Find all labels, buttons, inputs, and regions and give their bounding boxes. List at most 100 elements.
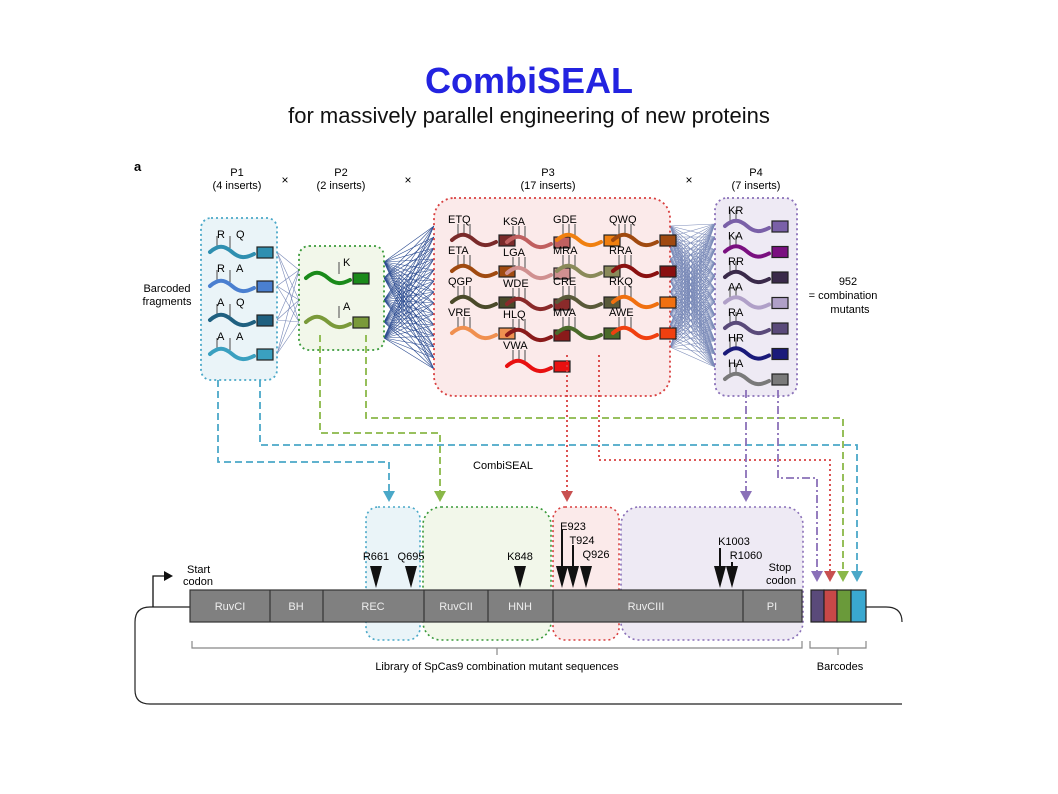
insert-strand [555,232,603,248]
connection-line [669,335,716,355]
connection-line [669,313,716,355]
result-count: 952 [839,276,857,288]
p1-insert-0 [208,236,274,260]
connection-lines [276,223,716,370]
p1-insert-label-b: Q [236,297,245,309]
barcode-square [771,245,789,259]
barcode-block [810,589,867,623]
pool-p1-name: P1 [230,167,243,179]
connection-line [669,223,716,249]
connection-line [383,261,435,359]
domain-ruvci: RuvCI [215,601,246,613]
connection-line [669,301,716,348]
connection-line [669,324,716,355]
domain-bh: BH [288,601,303,613]
barcode-p4 [810,589,825,623]
mutation-label-q695: Q695 [398,551,425,563]
pool-p3-count: (17 inserts) [520,180,575,192]
p4-insert-label: HR [728,333,744,345]
insert-strand [450,294,498,310]
connection-line [383,236,435,279]
connection-line [383,258,435,339]
connection-line [669,223,716,227]
connection-line [383,280,435,323]
insert-strand [611,232,659,248]
barcode-square [352,316,370,329]
connection-line [669,249,716,337]
barcode-square [771,271,789,284]
connection-line [669,291,716,342]
p4-insert-5 [723,337,789,361]
page-subtitle: for massively parallel engineering of ne… [288,103,770,128]
stop-codon-line1: Stop [769,562,792,574]
connection-line [383,225,435,263]
p3-insert-6 [505,288,571,312]
connection-line [383,337,435,370]
arrowhead-p2 [434,491,446,502]
p3-insert-label: ETA [448,245,469,257]
mutation-label-k1003: K1003 [718,536,750,548]
library-bracket [191,641,803,655]
connection-line [383,269,435,339]
pool-p3-name: P3 [541,167,554,179]
route-p1-left [217,380,390,495]
connection-line [383,258,435,323]
p2-insert-1 [304,306,370,330]
p1-insert-3 [208,338,274,362]
p3-insert-8 [505,350,571,374]
barcode-square [771,322,789,335]
insert-strand [450,263,498,279]
connection-line [669,302,716,355]
connection-line [669,324,716,342]
connection-line [669,223,716,260]
connection-line [383,291,435,323]
arrowhead-bc3 [837,571,849,582]
connection-line [276,269,300,287]
barcode-square [771,373,789,386]
connection-line [383,247,435,263]
times-3: × [685,173,692,187]
p3-insert-label: ETQ [448,214,471,226]
p3-insert-label: WDE [503,278,529,290]
connection-line [669,223,716,238]
mutation-arrow-k848 [514,566,526,588]
connection-line [669,291,716,316]
barcoded-label-2: fragments [143,296,192,308]
connection-line [669,223,716,315]
domain-ruvciii: RuvCIII [628,601,665,613]
insert-strand [723,244,771,259]
domain-rec: REC [361,601,384,613]
mutation-arrow-q695 [405,566,417,588]
connection-line [669,313,716,342]
insert-strand [723,295,771,310]
mutation-label-r661: R661 [363,551,389,563]
connection-line [276,251,300,323]
connection-line [383,313,435,339]
barcode-p1 [850,589,867,623]
insert-strand [450,232,498,248]
connection-line [276,285,300,323]
mutation-label-r1060: R1060 [730,550,762,562]
insert-strand [304,314,352,330]
connection-line [276,251,300,271]
insert-strand [555,294,603,310]
connection-line [669,327,716,348]
p1-insert-label-a: A [217,297,225,309]
routing-lines [217,335,858,572]
connection-line [276,299,300,321]
insert-strand [723,218,771,234]
mutation-arrow-k1003 [714,566,726,588]
connection-line [383,280,435,339]
barcode-square [659,327,677,340]
connection-line [669,324,716,368]
insert-strand [505,234,553,250]
p1-insert-2 [208,304,274,328]
p3-insert-14 [611,255,677,279]
connection-line [276,319,300,323]
connection-line [669,275,716,348]
insert-strand [611,263,659,279]
connection-line [669,288,716,348]
connection-line [383,337,435,359]
insert-strand [723,320,771,336]
